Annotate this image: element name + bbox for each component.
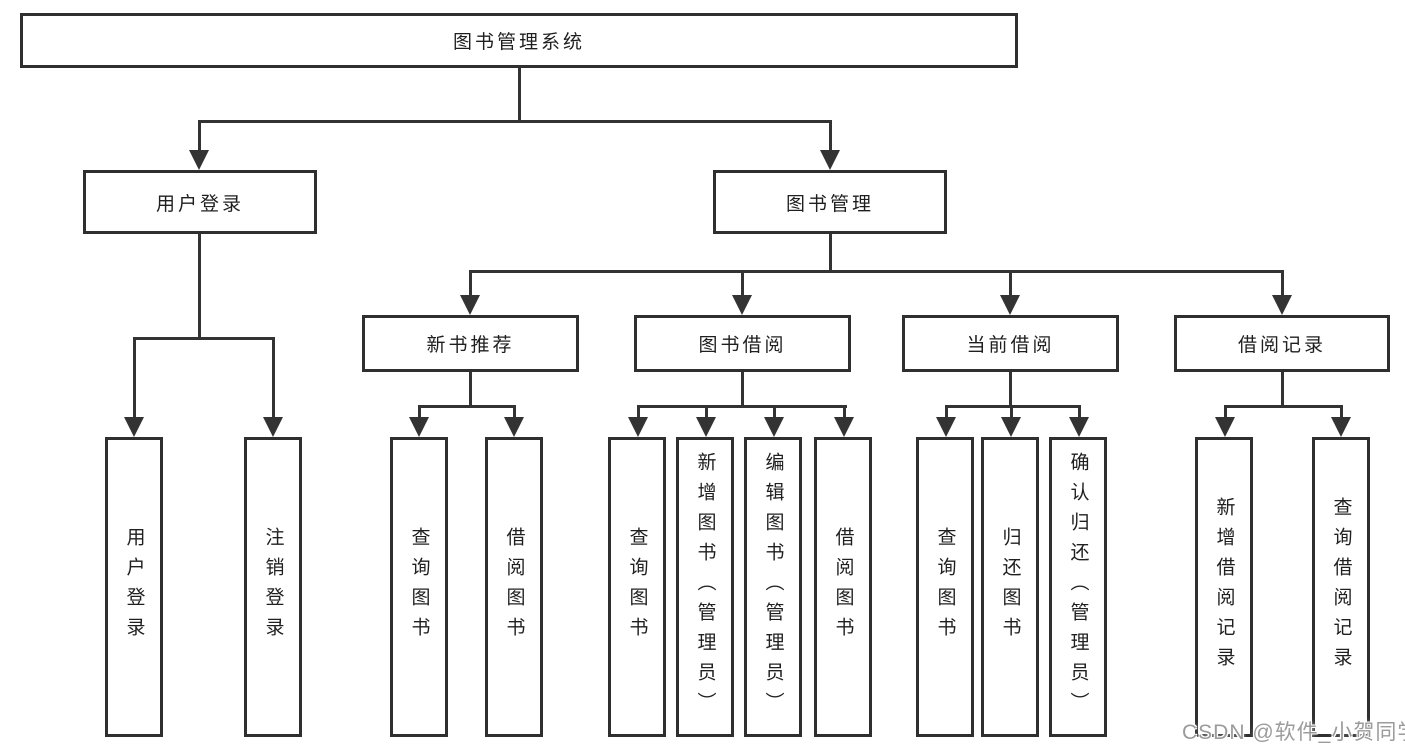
leaf-user-login: 用户登录 [105,437,163,737]
connector-drop [1010,405,1013,419]
connector-drop [945,405,948,419]
connector-drop [843,405,846,419]
leaf-query-books-3: 查询图书 [916,437,974,737]
leaf-confirm-return-admin-label: 确认归还（管理员） [1067,452,1089,722]
arrow-down-icon [1215,417,1235,437]
leaf-query-books-2-label: 查询图书 [626,527,648,647]
node-book-management-label: 图书管理 [785,193,874,215]
leaf-query-books-1-label: 查询图书 [408,527,430,647]
leaf-confirm-return-admin: 确认归还（管理员） [1049,437,1107,737]
leaf-add-book-admin-label: 新增图书（管理员） [694,452,716,722]
connector-book-borrow-drop [741,372,744,405]
arrow-down-icon [732,295,752,315]
connector-root-drop [518,68,521,120]
leaf-add-book-admin: 新增图书（管理员） [676,437,734,737]
leaf-borrow-books-2: 借阅图书 [814,437,872,737]
node-user-login-label: 用户登录 [155,193,244,215]
connector-drop-new-book [469,270,472,298]
arrow-down-icon [1000,295,1020,315]
leaf-return-book-label: 归还图书 [999,527,1021,647]
connector-drop-leaf-login [133,337,136,419]
connector-drop [1340,405,1343,419]
connector-new-book-drop [469,372,472,405]
arrow-down-icon [189,150,209,170]
arrow-down-icon [820,150,840,170]
connector-drop-book-management [829,120,832,152]
leaf-return-book: 归还图书 [981,437,1039,737]
node-root: 图书管理系统 [20,13,1018,68]
arrow-down-icon [263,417,283,437]
connector-drop [418,405,421,419]
connector-book-borrow-rail [638,405,847,408]
connector-current-borrow-drop [1009,372,1012,405]
node-borrow-records-label: 借阅记录 [1237,335,1326,356]
node-root-label: 图书管理系统 [452,32,585,53]
connector-drop [773,405,776,419]
leaf-query-borrow-record: 查询借阅记录 [1312,437,1370,737]
connector-user-login-drop [198,234,201,337]
leaf-logout: 注销登录 [244,437,302,737]
connector-book-management-drop [829,234,832,273]
connector-drop [637,405,640,419]
csdn-watermark: CSDN @软件_小贺同学 [1182,721,1405,744]
node-user-login: 用户登录 [83,170,317,234]
connector-drop [705,405,708,419]
leaf-query-books-2: 查询图书 [608,437,666,737]
connector-current-borrow-rail [946,405,1081,408]
leaf-user-login-label: 用户登录 [123,527,145,647]
connector-drop-current-borrow [1009,270,1012,298]
leaf-borrow-books-1-label: 借阅图书 [503,527,525,647]
leaf-add-borrow-record: 新增借阅记录 [1195,437,1253,737]
leaf-query-books-1: 查询图书 [390,437,448,737]
leaf-edit-book-admin-label: 编辑图书（管理员） [762,452,784,722]
connector-borrow-records-rail [1225,405,1342,408]
leaf-edit-book-admin: 编辑图书（管理员） [744,437,802,737]
arrow-down-icon [628,417,648,437]
node-book-borrow-label: 图书借阅 [698,335,787,356]
node-current-borrow: 当前借阅 [902,315,1119,372]
connector-drop-leaf-logout [272,337,275,419]
leaf-logout-label: 注销登录 [262,527,284,647]
node-current-borrow-label: 当前借阅 [966,335,1055,356]
arrow-down-icon [764,417,784,437]
connector-new-book-rail [419,405,516,408]
arrow-down-icon [696,417,716,437]
connector-drop [513,405,516,419]
arrow-down-icon [834,417,854,437]
arrow-down-icon [409,417,429,437]
leaf-add-borrow-record-label: 新增借阅记录 [1213,497,1235,677]
connector-drop [1078,405,1081,419]
connector-level3-rail [470,270,1283,273]
arrow-down-icon [504,417,524,437]
arrow-down-icon [460,295,480,315]
leaf-query-books-3-label: 查询图书 [934,527,956,647]
node-book-management: 图书管理 [713,170,947,234]
connector-drop [1224,405,1227,419]
node-borrow-records: 借阅记录 [1174,315,1390,372]
connector-drop-book-borrow [741,270,744,298]
node-new-book-recommend-label: 新书推荐 [426,335,515,356]
leaf-borrow-books-2-label: 借阅图书 [832,527,854,647]
leaf-borrow-books-1: 借阅图书 [485,437,543,737]
node-new-book-recommend: 新书推荐 [362,315,579,372]
arrow-down-icon [1272,295,1292,315]
connector-user-login-rail [134,337,275,340]
arrow-down-icon [124,417,144,437]
arrow-down-icon [1001,417,1021,437]
node-book-borrow: 图书借阅 [634,315,851,372]
connector-drop-user-login [198,120,201,152]
arrow-down-icon [1069,417,1089,437]
arrow-down-icon [936,417,956,437]
connector-level2-rail [199,120,832,123]
connector-drop-borrow-records [1281,270,1284,298]
connector-borrow-records-drop [1281,372,1284,405]
arrow-down-icon [1331,417,1351,437]
leaf-query-borrow-record-label: 查询借阅记录 [1330,497,1352,677]
